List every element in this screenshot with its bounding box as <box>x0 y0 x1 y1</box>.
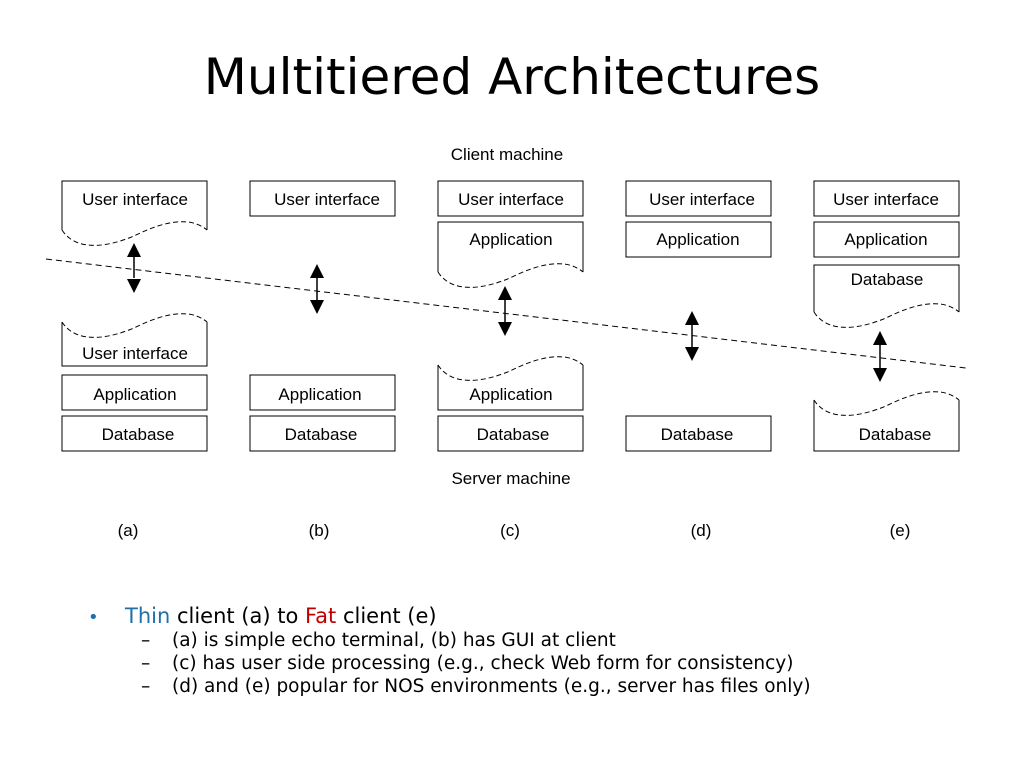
box-e-application <box>813 221 960 258</box>
box-c-ui <box>437 180 584 217</box>
label-b-application: Application <box>278 385 361 404</box>
label-b-ui: User interface <box>274 190 380 209</box>
tear-a-bottom <box>61 313 208 338</box>
box-b-application <box>249 374 396 411</box>
bullet-main-part1: client (a) to <box>170 604 305 628</box>
label-a-ui-client: User interface <box>82 190 188 209</box>
box-a-database <box>61 415 208 452</box>
box-d-database <box>625 415 772 452</box>
bullet-list: • Thin client (a) to Fat client (e) – (a… <box>88 604 1008 697</box>
box-a-application <box>61 374 208 411</box>
label-a-database: Database <box>102 425 175 444</box>
arrow-b <box>310 264 324 314</box>
sub-bullet-text: (d) and (e) popular for NOS environments… <box>172 676 811 697</box>
config-label-c: (c) <box>500 521 520 540</box>
box-d-ui <box>625 180 772 217</box>
label-c-app-client: Application <box>469 230 552 249</box>
sub-bullet-2: – (c) has user side processing (e.g., ch… <box>141 653 1008 674</box>
box-c-app-client <box>437 221 584 272</box>
box-c-database <box>437 415 584 452</box>
box-a-ui-client <box>61 180 208 230</box>
config-label-a: (a) <box>118 521 139 540</box>
bullet-main-text: Thin client (a) to Fat client (e) <box>125 604 437 628</box>
server-machine-label: Server machine <box>451 469 570 488</box>
tear-c-bottom <box>437 356 584 381</box>
bullet-main-part2: client (e) <box>336 604 437 628</box>
arrow-d <box>685 311 699 361</box>
label-e-db-client: Database <box>851 270 924 289</box>
label-e-db-server: Database <box>859 425 932 444</box>
box-e-db-client <box>813 264 960 312</box>
tear-e-top <box>813 303 960 328</box>
bullet-main: • Thin client (a) to Fat client (e) <box>88 604 1008 628</box>
label-e-application: Application <box>844 230 927 249</box>
box-c-app-server <box>437 365 584 411</box>
arrow-c <box>498 286 512 336</box>
tear-c-top <box>437 263 584 288</box>
slide-title: Multitiered Architectures <box>203 48 821 106</box>
arrow-a <box>127 243 141 293</box>
tear-a-top <box>61 221 208 246</box>
bullet-dot-icon: • <box>88 607 99 628</box>
dash-icon: – <box>141 676 151 697</box>
label-d-application: Application <box>656 230 739 249</box>
box-a-ui-server <box>61 322 208 367</box>
multitier-diagram: Client machine Server machine User inter… <box>45 145 967 540</box>
config-e: User interface Application Database Data… <box>813 180 960 452</box>
tear-e-bottom <box>813 391 960 416</box>
client-machine-label: Client machine <box>451 145 563 164</box>
config-label-d: (d) <box>691 521 712 540</box>
label-a-ui-server: User interface <box>82 344 188 363</box>
config-a: User interface User interface Applicatio… <box>61 180 208 452</box>
box-d-application <box>625 221 772 258</box>
box-b-ui <box>249 180 396 217</box>
config-b: User interface Application Database <box>249 180 396 452</box>
arrow-e <box>873 331 887 382</box>
label-d-ui: User interface <box>649 190 755 209</box>
fat-word: Fat <box>305 604 337 628</box>
dash-icon: – <box>141 653 151 674</box>
box-b-database <box>249 415 396 452</box>
sub-bullet-text: (a) is simple echo terminal, (b) has GUI… <box>172 630 616 651</box>
client-server-divider <box>45 258 967 369</box>
sub-bullet-1: – (a) is simple echo terminal, (b) has G… <box>141 630 1008 651</box>
thin-word: Thin <box>125 604 171 628</box>
config-d: User interface Application Database <box>625 180 772 452</box>
label-b-database: Database <box>285 425 358 444</box>
label-d-database: Database <box>661 425 734 444</box>
label-c-ui: User interface <box>458 190 564 209</box>
config-label-b: (b) <box>309 521 330 540</box>
sub-bullet-3: – (d) and (e) popular for NOS environmen… <box>141 676 1008 697</box>
label-a-application: Application <box>93 385 176 404</box>
sub-bullet-text: (c) has user side processing (e.g., chec… <box>172 653 794 674</box>
config-label-e: (e) <box>890 521 911 540</box>
config-c: User interface Application Application D… <box>437 180 584 452</box>
label-e-ui: User interface <box>833 190 939 209</box>
box-e-ui <box>813 180 960 217</box>
box-e-db-server <box>813 400 960 452</box>
dash-icon: – <box>141 630 151 651</box>
label-c-app-server: Application <box>469 385 552 404</box>
label-c-database: Database <box>477 425 550 444</box>
